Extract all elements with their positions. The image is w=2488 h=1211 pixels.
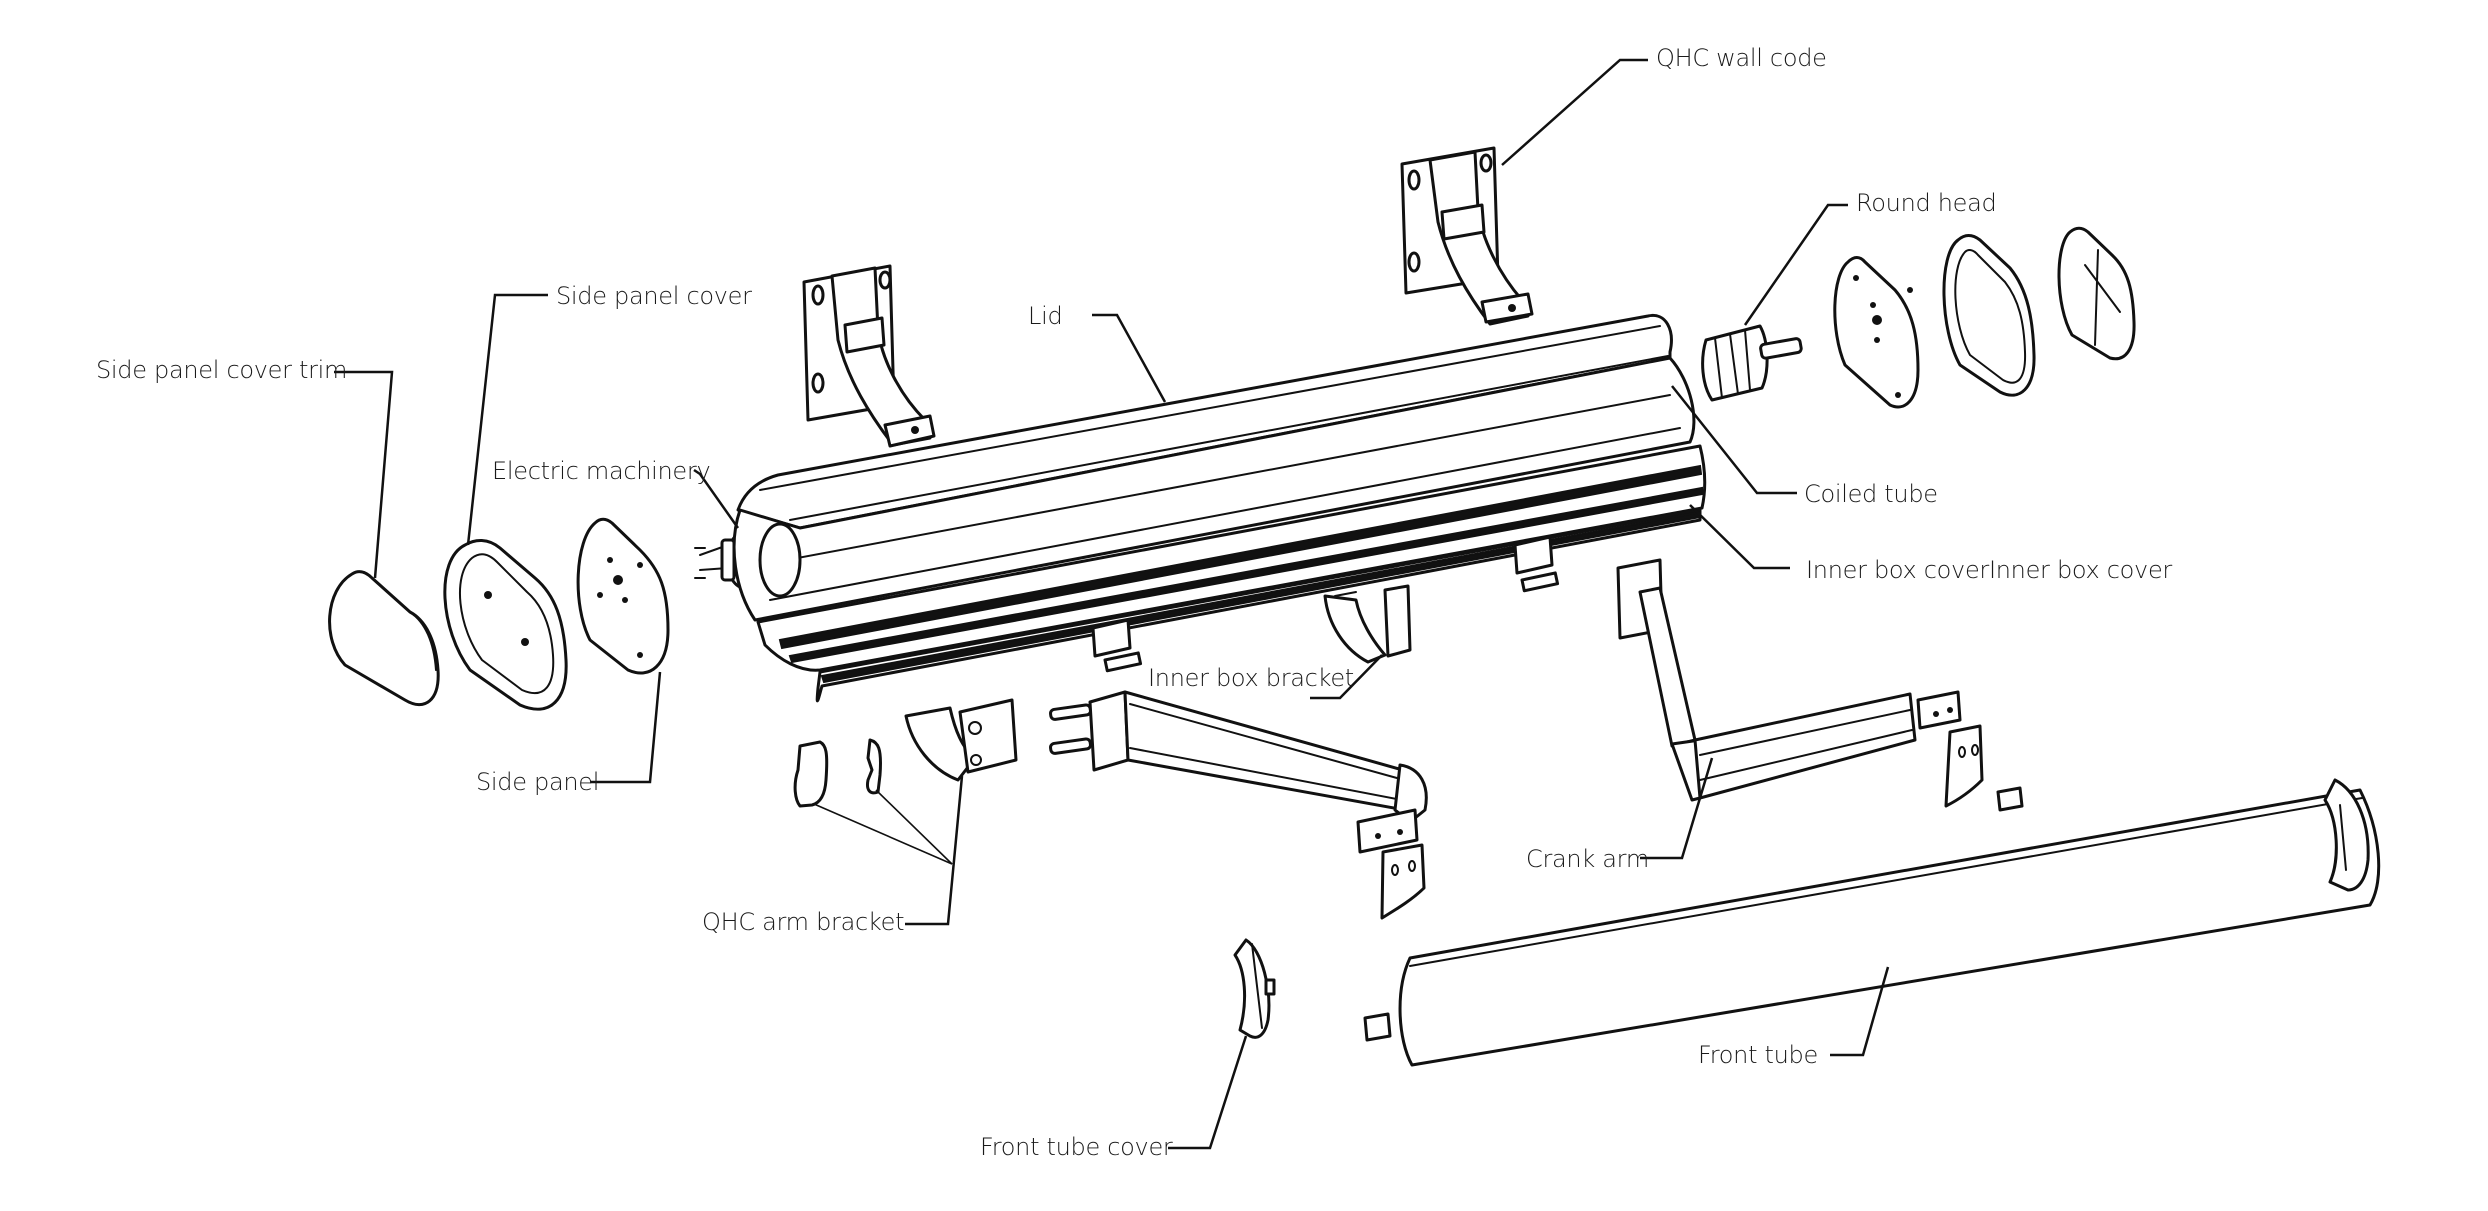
- lid-part: [736, 314, 1673, 530]
- front-tube-part: [1363, 788, 2381, 1067]
- leader-crank-arm: [1640, 757, 1714, 860]
- leader-lid: [1092, 313, 1167, 403]
- side-panel-cover-trim-part: [328, 570, 440, 707]
- label-coiled-tube: Coiled tube: [1804, 480, 1938, 508]
- leader-front-tube: [1830, 966, 1890, 1057]
- clip-part-1: [1091, 618, 1143, 673]
- leader-coiled-tube: [1671, 385, 1797, 495]
- label-crank-arm: Crank arm: [1526, 845, 1649, 873]
- label-inner-box-bracket: Inner box bracket: [1148, 664, 1354, 692]
- leader-side-panel-cover: [466, 293, 548, 546]
- label-round-head: Round head: [1856, 189, 1997, 217]
- right-side-cover-part: [1942, 234, 2036, 397]
- leader-qhc-arm-bracket-branch-1: [813, 803, 953, 865]
- label-side-panel-cover-trim: Side panel cover trim: [96, 356, 348, 384]
- inner-box-bracket-part: [1323, 584, 1412, 664]
- leader-side-panel: [590, 671, 662, 784]
- right-cover-trim-part: [2057, 226, 2136, 361]
- round-head-part: [1701, 324, 1803, 402]
- label-inner-box-cover: Inner box coverInner box cover: [1806, 556, 2172, 584]
- leader-side-panel-cover-trim: [334, 370, 394, 579]
- label-electric-machinery: Electric machinery: [492, 457, 711, 485]
- label-qhc-wall-code: QHC wall code: [1656, 44, 1827, 72]
- label-qhc-arm-bracket: QHC arm bracket: [702, 908, 905, 936]
- leader-round-head: [1743, 203, 1848, 326]
- leader-front-tube-cover: [1168, 1035, 1248, 1150]
- coiled-tube-part: [732, 356, 1696, 622]
- inner-box-cover-part: [756, 444, 1707, 703]
- leader-inner-box-bracket: [1310, 654, 1383, 700]
- side-panel-part: [576, 517, 670, 675]
- right-side-plate-part: [1833, 256, 1920, 409]
- label-side-panel: Side panel: [476, 768, 600, 796]
- qhc-arm-bracket-part: [793, 698, 1018, 808]
- leader-qhc-wall-code: [1501, 58, 1648, 166]
- leader-qhc-arm-bracket-branch-2: [875, 789, 953, 865]
- qhc-wall-bracket-left-part: [802, 264, 936, 448]
- leader-inner-box-cover: [1689, 504, 1790, 570]
- crank-arm-part: [1616, 558, 1984, 808]
- left-arm-part: [1049, 690, 1428, 920]
- side-panel-cover-part: [443, 539, 568, 711]
- label-side-panel-cover: Side panel cover: [556, 282, 752, 310]
- qhc-wall-bracket-right-part: [1400, 146, 1534, 326]
- clip-part-2: [1513, 535, 1560, 593]
- leader-qhc-arm-bracket: [905, 775, 964, 926]
- label-front-tube-cover: Front tube cover: [980, 1133, 1173, 1161]
- crank-clip-part: [1996, 786, 2024, 812]
- label-front-tube: Front tube: [1698, 1041, 1818, 1069]
- label-lid: Lid: [1028, 302, 1063, 330]
- leader-lines: [334, 58, 1890, 1150]
- leader-electric-machinery: [693, 468, 740, 529]
- front-tube-end-cap-right-part: [2323, 778, 2370, 892]
- front-tube-cover-part: [1233, 938, 1276, 1039]
